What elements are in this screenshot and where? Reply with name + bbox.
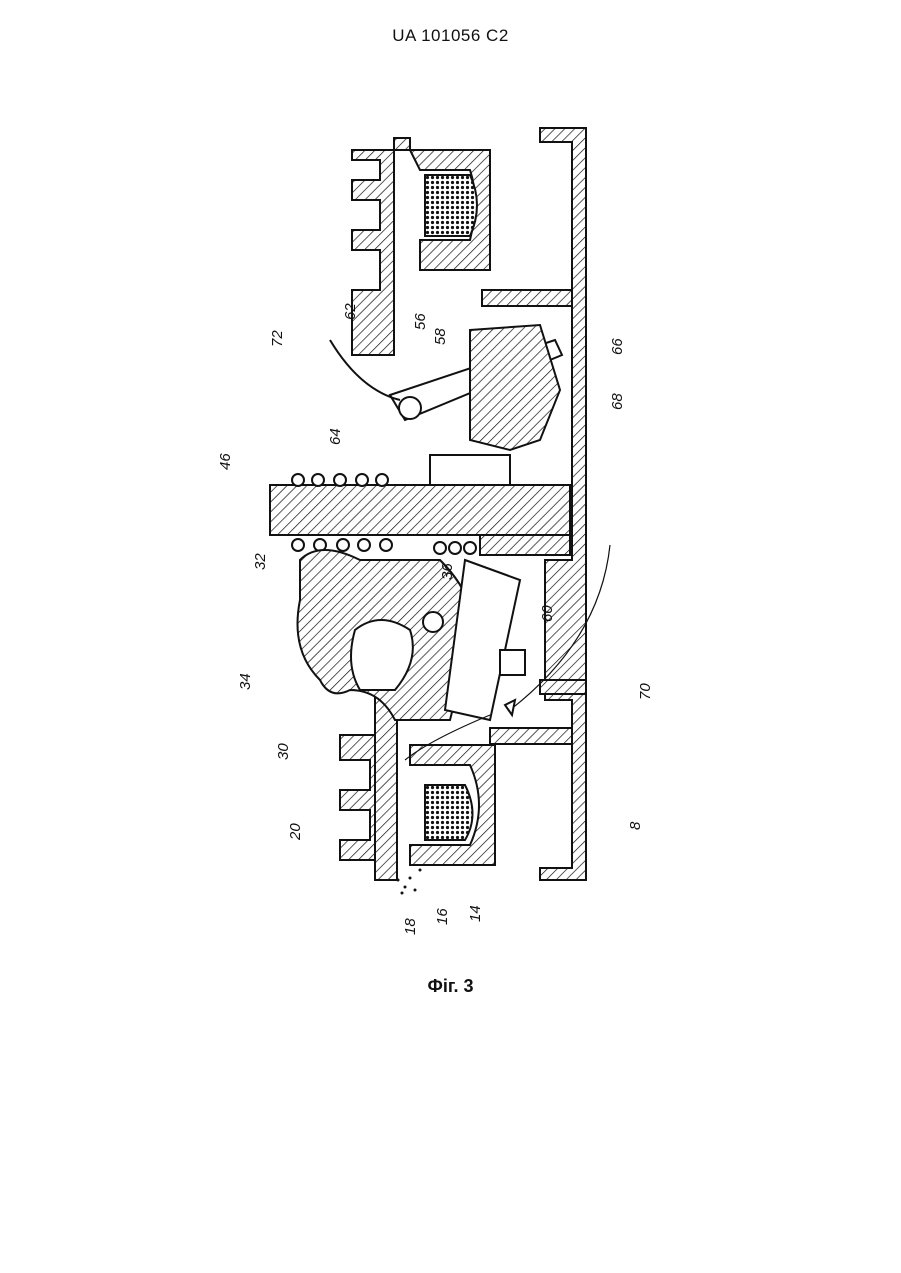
label-64: 64 [327, 428, 344, 445]
label-34: 34 [237, 673, 254, 690]
label-72: 72 [269, 330, 286, 347]
label-8: 8 [627, 821, 644, 830]
label-18: 18 [402, 918, 419, 935]
label-56: 56 [412, 313, 429, 330]
label-30: 30 [275, 743, 292, 760]
label-58: 58 [432, 328, 449, 345]
latch-block [430, 325, 560, 485]
label-62: 62 [342, 303, 359, 320]
figure-caption: Фіг. 3 [0, 976, 901, 997]
label-36: 36 [439, 563, 456, 580]
label-60: 60 [539, 605, 556, 622]
label-46: 46 [217, 453, 234, 470]
label-66: 66 [609, 338, 626, 355]
label-68: 68 [609, 393, 626, 410]
label-20: 20 [287, 823, 304, 841]
label-16: 16 [434, 908, 451, 925]
label-14: 14 [467, 905, 484, 922]
label-32: 32 [252, 553, 269, 570]
label-70: 70 [637, 683, 654, 700]
particles [397, 869, 422, 895]
